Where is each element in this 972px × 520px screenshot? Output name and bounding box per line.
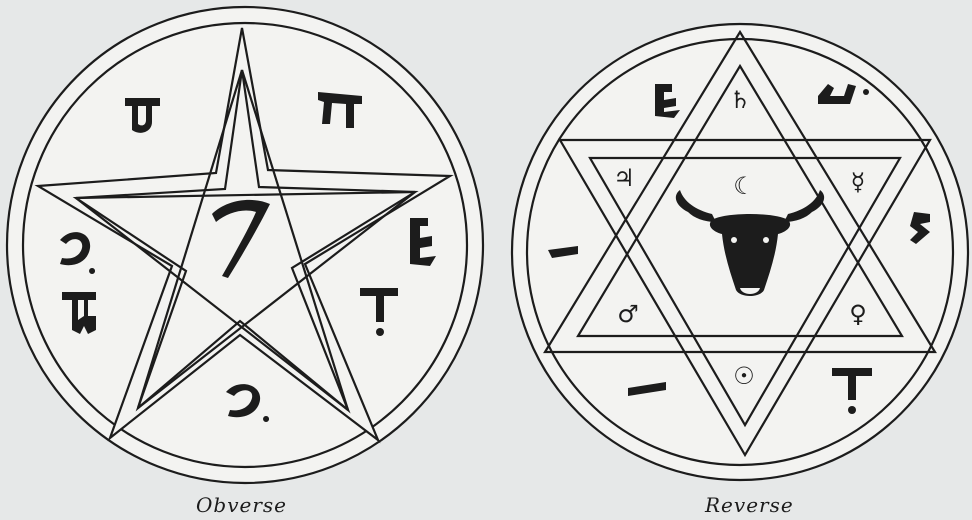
obverse-seal [7,7,483,483]
venus-symbol: ♀ [849,300,867,328]
mars-symbol: ♂ [617,300,639,328]
sun-symbol: ☉ [733,362,755,390]
letter-lower-right-dot [376,328,384,336]
obverse-caption: Obverse [196,493,287,517]
rev-letter-lower-right-dot [848,406,856,414]
rev-letter-top-right-dot [863,89,869,95]
reverse-caption: Reverse [705,493,794,517]
mercury-symbol: ☿ [851,168,866,196]
reverse-seal: ♄ ♃ ☾ ☿ ♂ ♀ ☉ [512,24,968,480]
saturn-symbol: ♄ [729,86,751,114]
moon-symbol: ☾ [733,172,755,200]
jupiter-symbol: ♃ [613,164,635,192]
